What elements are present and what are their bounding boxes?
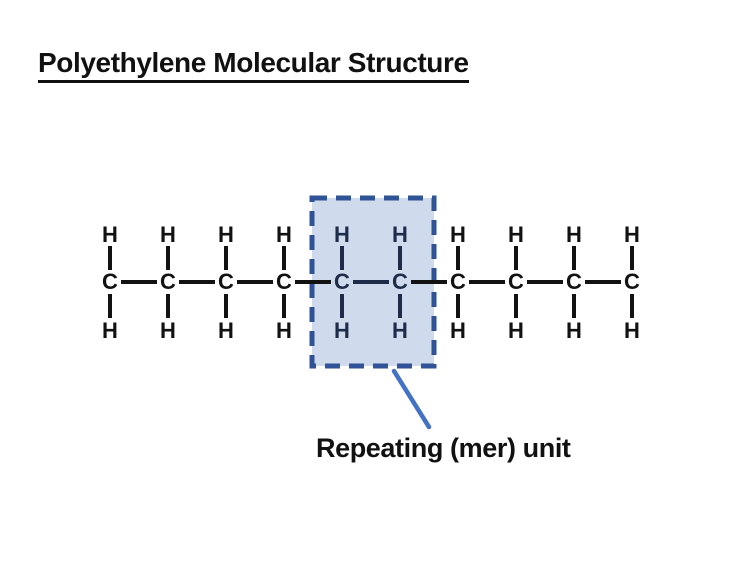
hydrogen-atom: H bbox=[276, 318, 292, 343]
carbon-atom: C bbox=[334, 269, 350, 294]
hydrogen-atom: H bbox=[566, 222, 582, 247]
cc-bond bbox=[179, 280, 215, 284]
ch-bond bbox=[630, 246, 634, 270]
ch-bond bbox=[340, 246, 344, 270]
ch-bond bbox=[166, 294, 170, 318]
cc-bond bbox=[353, 280, 389, 284]
cc-bond bbox=[121, 280, 157, 284]
ch-bond bbox=[514, 294, 518, 318]
carbon-atom: C bbox=[624, 269, 640, 294]
hydrogen-atom: H bbox=[218, 318, 234, 343]
hydrogen-atom: H bbox=[102, 318, 118, 343]
ch-bond bbox=[630, 294, 634, 318]
hydrogen-atom: H bbox=[160, 318, 176, 343]
page-title: Polyethylene Molecular Structure bbox=[38, 47, 469, 83]
ch-bond bbox=[572, 294, 576, 318]
mer-unit-label: Repeating (mer) unit bbox=[316, 433, 571, 463]
hydrogen-atom: H bbox=[508, 318, 524, 343]
hydrogen-atom: H bbox=[450, 222, 466, 247]
ch-bond bbox=[282, 246, 286, 270]
ch-bond bbox=[398, 294, 402, 318]
ch-bond bbox=[456, 246, 460, 270]
cc-bond bbox=[469, 280, 505, 284]
hydrogen-atom: H bbox=[334, 318, 350, 343]
hydrogen-atom: H bbox=[334, 222, 350, 247]
carbon-atom: C bbox=[392, 269, 408, 294]
ch-bond bbox=[398, 246, 402, 270]
hydrogen-atom: H bbox=[508, 222, 524, 247]
hydrogen-atom: H bbox=[392, 222, 408, 247]
ch-bond bbox=[572, 246, 576, 270]
carbon-atom: C bbox=[566, 269, 582, 294]
cc-bond bbox=[237, 280, 273, 284]
connector-line bbox=[391, 368, 432, 430]
carbon-atom: C bbox=[508, 269, 524, 294]
ch-bond bbox=[456, 294, 460, 318]
hydrogen-atom: H bbox=[160, 222, 176, 247]
ch-bond bbox=[282, 294, 286, 318]
hydrogen-atom: H bbox=[624, 318, 640, 343]
ch-bond bbox=[108, 294, 112, 318]
ch-bond bbox=[514, 246, 518, 270]
hydrogen-atom: H bbox=[218, 222, 234, 247]
cc-bond bbox=[411, 280, 447, 284]
ch-bond bbox=[224, 246, 228, 270]
hydrogen-atom: H bbox=[566, 318, 582, 343]
hydrogen-atom: H bbox=[450, 318, 466, 343]
carbon-atom: C bbox=[276, 269, 292, 294]
ch-bond bbox=[108, 246, 112, 270]
hydrogen-atom: H bbox=[102, 222, 118, 247]
ch-bond bbox=[224, 294, 228, 318]
hydrogen-atom: H bbox=[276, 222, 292, 247]
carbon-atom: C bbox=[102, 269, 118, 294]
carbon-atom: C bbox=[218, 269, 234, 294]
ch-bond bbox=[340, 294, 344, 318]
cc-bond bbox=[585, 280, 621, 284]
cc-bond bbox=[527, 280, 563, 284]
carbon-atom: C bbox=[160, 269, 176, 294]
carbon-atom: C bbox=[450, 269, 466, 294]
hydrogen-atom: H bbox=[624, 222, 640, 247]
hydrogen-atom: H bbox=[392, 318, 408, 343]
cc-bond bbox=[295, 280, 331, 284]
ch-bond bbox=[166, 246, 170, 270]
